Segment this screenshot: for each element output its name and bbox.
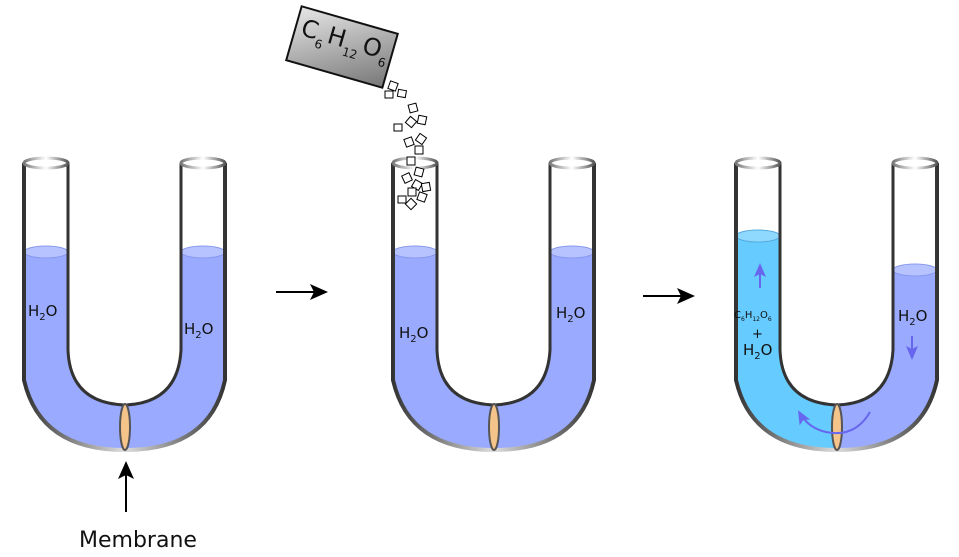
water-label-right: H2O — [556, 304, 585, 325]
water-fill-left-arm — [393, 252, 494, 450]
u-tube-initial: H2O H2O — [22, 156, 227, 453]
glucose-label-small: C6H12O6 — [734, 310, 772, 323]
membrane — [831, 403, 843, 451]
water-fill-left-arm — [24, 252, 125, 450]
water-label-right: H2O — [184, 320, 213, 341]
water-fill-right-arm — [125, 252, 225, 450]
u-tube-osmosis-result: C6H12O6 + H2O H2O — [734, 156, 939, 453]
plus-sign: + — [752, 327, 763, 342]
water-fill-right-arm — [494, 252, 594, 450]
glucose-crystals — [384, 80, 432, 211]
glucose-package: C6H12O6 — [284, 5, 400, 89]
water-label-right: H2O — [898, 307, 927, 328]
water-label-left: H2O — [28, 302, 57, 323]
water-flow-arrow — [798, 410, 871, 434]
solution-fill-left-arm — [736, 236, 837, 450]
water-fill-right-arm — [837, 270, 937, 450]
u-tube-adding-glucose: H2O H2O — [391, 156, 596, 453]
membrane — [488, 403, 500, 451]
membrane — [119, 403, 131, 451]
water-label-left: H2O — [399, 324, 428, 345]
water-label-left: H2O — [743, 341, 772, 362]
membrane-caption: Membrane — [79, 528, 197, 553]
